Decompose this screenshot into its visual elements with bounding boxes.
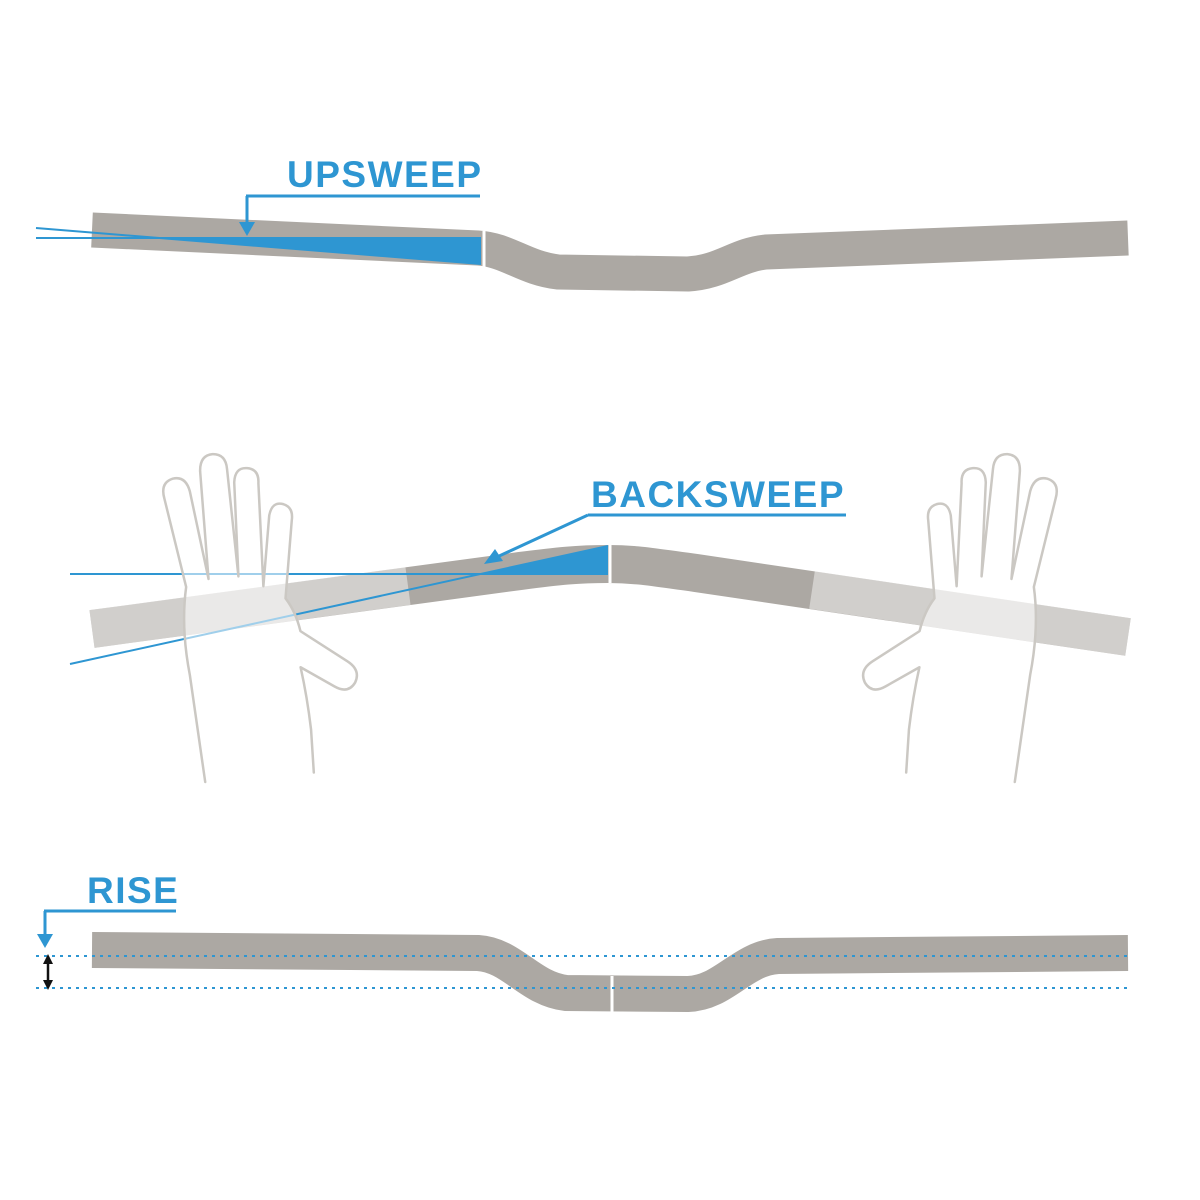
rise-measure-arrow-down-icon: [43, 980, 53, 990]
rise-label: RISE: [87, 870, 179, 911]
backsweep-sloped-reference-line: [69, 545, 609, 665]
upsweep-label: UPSWEEP: [287, 154, 483, 195]
rise-arrowhead-icon: [37, 934, 53, 948]
handlebar-front-view-rise: [91, 932, 1129, 1013]
backsweep-pointer-line: [496, 513, 589, 559]
upsweep-sloped-reference-line: [35, 227, 482, 265]
upsweep-figure: UPSWEEP: [35, 154, 1129, 292]
backsweep-figure: BACKSWEEP: [69, 442, 1131, 785]
backsweep-arrowhead-icon: [484, 549, 503, 564]
upsweep-arrowhead-icon: [239, 222, 255, 236]
rise-figure: RISE: [36, 870, 1130, 1013]
handlebar-front-view-upsweep: [91, 212, 1129, 292]
rise-measure-arrow-up-icon: [43, 954, 53, 964]
backsweep-label: BACKSWEEP: [591, 474, 845, 515]
